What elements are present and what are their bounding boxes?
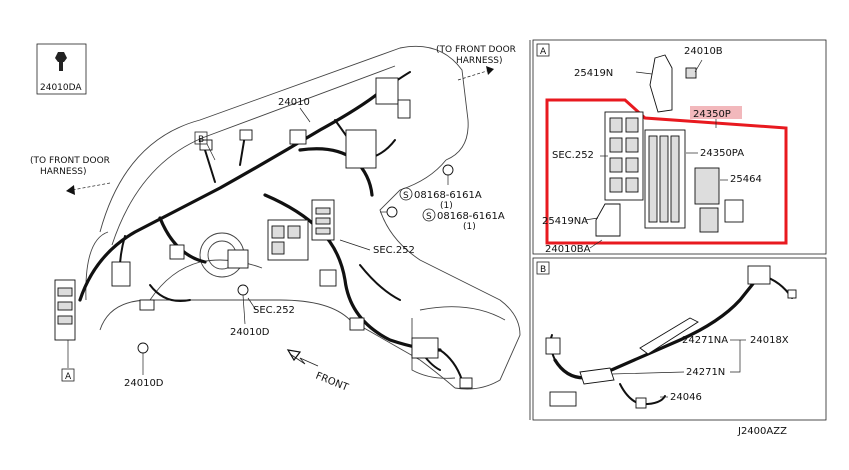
label-front: FRONT	[314, 371, 351, 394]
arrow-icon	[66, 185, 75, 195]
label-24350p: 24350P	[693, 109, 731, 120]
label-24271n: 24271N	[686, 367, 725, 378]
label-bolt1: 08168-6161A	[414, 190, 482, 201]
label-bolt1-qty: (1)	[440, 201, 453, 211]
label-front-door-top-1: (TO FRONT DOOR	[436, 45, 516, 55]
panel-b-tag: B	[540, 265, 546, 275]
svg-text:S: S	[403, 191, 409, 201]
clip-24010d-left: 24010D	[124, 342, 164, 389]
label-24010b: 24010B	[684, 46, 723, 57]
panel-b: B 24271NA 24018X 24271N 24046	[532, 257, 827, 421]
front-door-arrow-top: (TO FRONT DOOR HARNESS)	[436, 45, 516, 81]
ref-b-marker: B	[194, 131, 216, 161]
relay-block	[604, 111, 644, 201]
label-24350pa: 24350PA	[700, 148, 744, 159]
label-24271na: 24271NA	[682, 335, 728, 346]
arrow-icon	[486, 66, 494, 75]
label-24010d-left: 24010D	[124, 378, 164, 389]
ref-a-marker: A	[61, 340, 75, 382]
panel-a: A 24010B 25419N 24350P SEC.252	[532, 39, 827, 255]
label-25464: 25464	[730, 174, 762, 185]
part-box-24010da: 24010DA	[36, 43, 87, 95]
bolt-symbol-icon	[399, 187, 413, 201]
label-25419n: 25419N	[574, 68, 613, 79]
bolt-callout-2: S 08168-6161A (1)	[380, 206, 505, 232]
label-24018x: 24018X	[750, 335, 789, 346]
label-front-door-left-1: (TO FRONT DOOR	[30, 156, 110, 166]
panel-a-tag: A	[540, 47, 547, 57]
part-highlight-24350p	[690, 106, 742, 119]
bolt-symbol-icon	[422, 208, 436, 222]
label-sec252-a: SEC.252	[552, 150, 594, 161]
label-bolt2-qty: (1)	[463, 222, 476, 232]
ref-b-label: B	[198, 135, 204, 145]
label-24010d-center: 24010D	[230, 327, 270, 338]
label-24010: 24010	[278, 97, 310, 108]
fuse-block-24350pa	[644, 129, 686, 229]
svg-text:S: S	[426, 212, 432, 222]
fuses-25464	[694, 167, 744, 233]
label-front-door-left-2: HARNESS)	[40, 167, 87, 177]
label-25419na: 25419NA	[542, 216, 588, 227]
part-label-24010da: 24010DA	[40, 83, 82, 93]
label-sec252-bottom: SEC.252	[253, 305, 295, 316]
label-24046: 24046	[670, 392, 702, 403]
diagram-code: J2400AZZ	[737, 426, 787, 437]
front-direction-indicator: FRONT	[286, 349, 351, 394]
sub-harness	[545, 265, 797, 409]
sub-bracket-24271n	[579, 367, 615, 385]
label-24010ba: 24010BA	[545, 244, 591, 255]
clip-24010d-center: 24010D	[230, 284, 270, 338]
bolt-callout-1: S 08168-6161A (1)	[399, 164, 482, 211]
label-bolt2: 08168-6161A	[437, 211, 505, 222]
ref-a-label: A	[65, 372, 72, 382]
clip-icon	[55, 52, 67, 71]
panel-a-tag-box	[536, 43, 550, 57]
connectors	[54, 77, 473, 389]
label-front-door-top-2: HARNESS)	[456, 56, 503, 66]
label-sec252-right: SEC.252	[373, 245, 415, 256]
front-arrow-icon	[286, 349, 302, 362]
panel-b-tag-box	[536, 261, 550, 275]
sub-bracket-24271na	[639, 317, 699, 355]
fuse-block-highlight	[545, 98, 788, 245]
front-door-arrow-left: (TO FRONT DOOR HARNESS)	[30, 156, 111, 195]
